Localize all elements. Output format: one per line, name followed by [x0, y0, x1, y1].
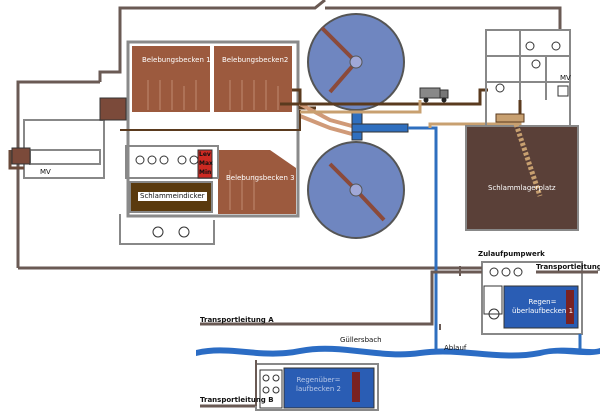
river-label: Güllersbach	[340, 336, 382, 344]
truck-icon	[419, 87, 441, 99]
outflow-label: Ablauf	[444, 344, 467, 352]
mv-left-label: MV	[40, 168, 51, 176]
level-max-label: Max	[199, 160, 213, 168]
inlet-pumping-station	[481, 261, 583, 335]
sludge-yard-label: Schlammlagerplatz	[488, 184, 556, 192]
inlet-screen-icon	[11, 147, 31, 165]
aeration-basin-1	[132, 46, 210, 112]
thickener-label: Schlammeindicker	[138, 192, 207, 201]
level-min-label: Min	[199, 169, 212, 177]
transport-line-c-label: Transportleitung C	[536, 263, 600, 271]
storm-tank-2-label: Regenüber= laufbecken 2	[296, 376, 341, 393]
storm-tank-1	[503, 285, 579, 329]
aeration-basin-3	[218, 150, 296, 214]
storm-tank-1-label: Regen= überlaufbecken 1	[512, 298, 574, 315]
aeration-basin-3-label: Belebungsbecken 3	[226, 174, 295, 182]
aeration-basin-2	[214, 46, 292, 112]
transport-line-a-label: Transportleitung A	[200, 316, 274, 324]
aeration-basin-2-label: Belebungsbecken2	[222, 56, 289, 64]
level-lev-label: Lev	[199, 151, 211, 159]
transport-line-b-label: Transportleitung B	[200, 396, 274, 404]
aeration-basin-1-label: Belebungsbecken 1	[142, 56, 211, 64]
distribution-chamber	[99, 97, 127, 121]
mv-right-label: MV	[560, 74, 571, 82]
pumping-station-label: Zulaufpumpwerk	[478, 250, 545, 258]
sludge-yard	[465, 125, 579, 231]
river	[196, 345, 600, 359]
